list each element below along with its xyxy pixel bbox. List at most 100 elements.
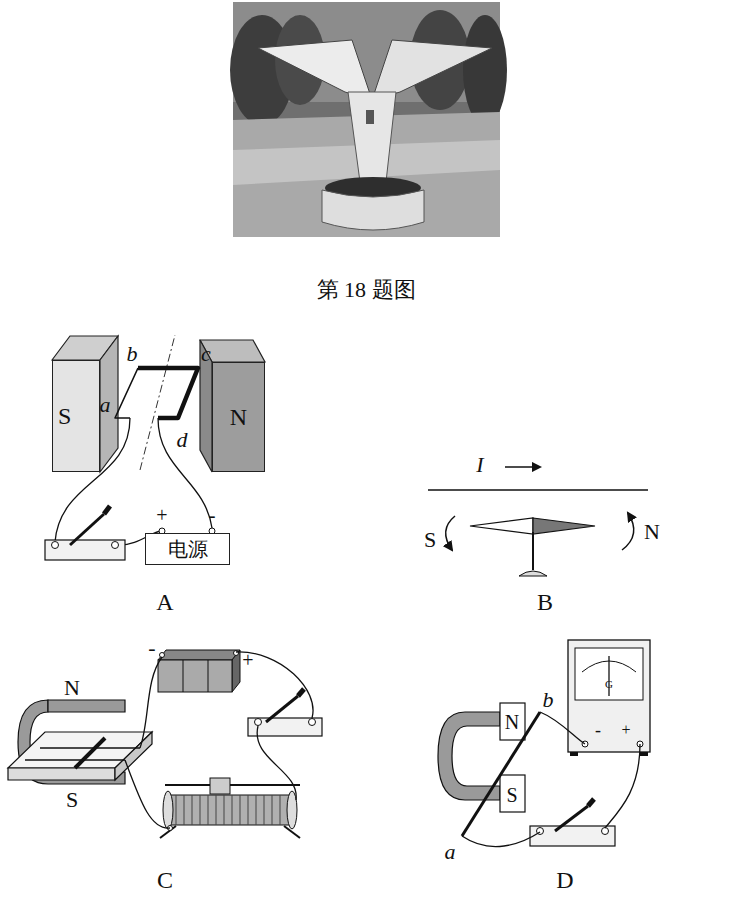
switch-symbol [45, 506, 125, 560]
solar-tree-photo [230, 2, 507, 237]
solar-tree-photo [366, 110, 374, 124]
galvanometer [640, 752, 648, 756]
horseshoe-magnet-arm [48, 700, 125, 712]
terminal-sign: - [208, 504, 215, 526]
wire [462, 832, 540, 847]
pole-label: S [424, 529, 436, 551]
coil-corner-label: c [201, 343, 211, 365]
switch-symbol [266, 696, 298, 722]
switch-symbol [52, 542, 59, 549]
switch-symbol [248, 689, 322, 736]
magnet-pole-block: N [212, 362, 265, 472]
rail-board [115, 732, 152, 780]
switch-symbol [530, 799, 615, 846]
switch-symbol [555, 806, 588, 831]
wire [125, 760, 170, 828]
coil-corner-label: a [100, 394, 111, 416]
rail-board [40, 747, 140, 749]
switch-symbol [104, 506, 110, 514]
wire [140, 657, 162, 748]
solar-tree-photo [258, 40, 372, 100]
pole-label: N [644, 521, 660, 543]
compass-needle [470, 518, 595, 576]
rod-end-label: a [445, 841, 456, 863]
solar-tree-photo [348, 92, 396, 182]
horseshoe-magnet [500, 775, 525, 812]
galvanometer [568, 640, 650, 756]
compass-needle [532, 532, 534, 570]
rheostat-symbol [160, 778, 300, 838]
panel-letter: C [157, 868, 173, 892]
terminal-sign: + [156, 505, 167, 525]
switch-symbol [530, 826, 615, 846]
pole-label: S [66, 789, 78, 811]
rheostat-symbol [284, 826, 300, 838]
horseshoe-magnet-arm [48, 700, 125, 712]
terminal-sign: + [242, 650, 253, 670]
switch-symbol [255, 719, 262, 726]
coil-loop [138, 368, 198, 418]
magnet-s-faces [100, 336, 118, 472]
rheostat-symbol [165, 784, 300, 786]
battery-symbol [158, 660, 232, 692]
compass-needle [519, 571, 547, 576]
compass-needle [470, 518, 533, 534]
rail-board [25, 759, 125, 761]
pole-label: S [506, 785, 517, 805]
figure-caption: 第 18 题图 [317, 279, 416, 301]
rheostat-symbol [168, 795, 292, 825]
coil-loop [115, 368, 198, 418]
switch-symbol [309, 719, 316, 726]
switch-symbol [588, 799, 594, 806]
node-text: 电源 [168, 539, 208, 559]
current-label: I [476, 454, 483, 476]
pole-label: N [64, 677, 80, 699]
power-supply-box: 电源 [145, 533, 230, 565]
panel-letter: D [556, 868, 573, 892]
switch-symbol [602, 828, 609, 835]
solar-tree-photo [463, 15, 507, 125]
solar-tree-photo [322, 190, 424, 230]
wire [257, 726, 296, 800]
rotation-arrow [622, 513, 634, 550]
terminal-sign: - [148, 637, 155, 659]
battery-symbol [208, 660, 209, 692]
panel-letter: B [537, 590, 553, 614]
switch-symbol [248, 718, 322, 736]
magnet-n-faces [200, 340, 265, 472]
battery-symbol [232, 650, 240, 692]
node-text: S [58, 404, 71, 428]
switch-symbol [298, 689, 304, 696]
rail-board [75, 738, 105, 768]
wire [605, 744, 640, 828]
wire [125, 652, 313, 828]
magnet-s-faces [52, 336, 118, 472]
horseshoe-magnet [438, 712, 500, 800]
galvanometer [608, 656, 609, 696]
switch-symbol [112, 542, 119, 549]
straight-wire [505, 466, 540, 468]
straight-wire [428, 467, 648, 490]
galvanometer [568, 640, 650, 752]
rod-end-label: b [543, 689, 554, 711]
switch-symbol [70, 514, 104, 545]
metal-rod [462, 712, 540, 836]
straight-wire [428, 489, 648, 491]
terminal-sign: + [621, 722, 630, 738]
compass-needle [533, 518, 595, 534]
panel-letter: A [156, 590, 173, 614]
metal-rod [462, 712, 540, 836]
coil-loop [115, 368, 138, 418]
coil-corner-label: d [177, 429, 188, 451]
rheostat-symbol [287, 791, 297, 829]
horseshoe-magnet [500, 703, 525, 740]
coil-corner-label: b [127, 343, 138, 365]
rail-board [8, 768, 115, 780]
switch-symbol [45, 540, 125, 560]
rotation-arrow [446, 516, 455, 550]
magnet-n-faces [200, 340, 212, 472]
meter-symbol: G [605, 679, 613, 690]
battery-symbol [183, 660, 184, 692]
pole-label: N [505, 712, 519, 732]
